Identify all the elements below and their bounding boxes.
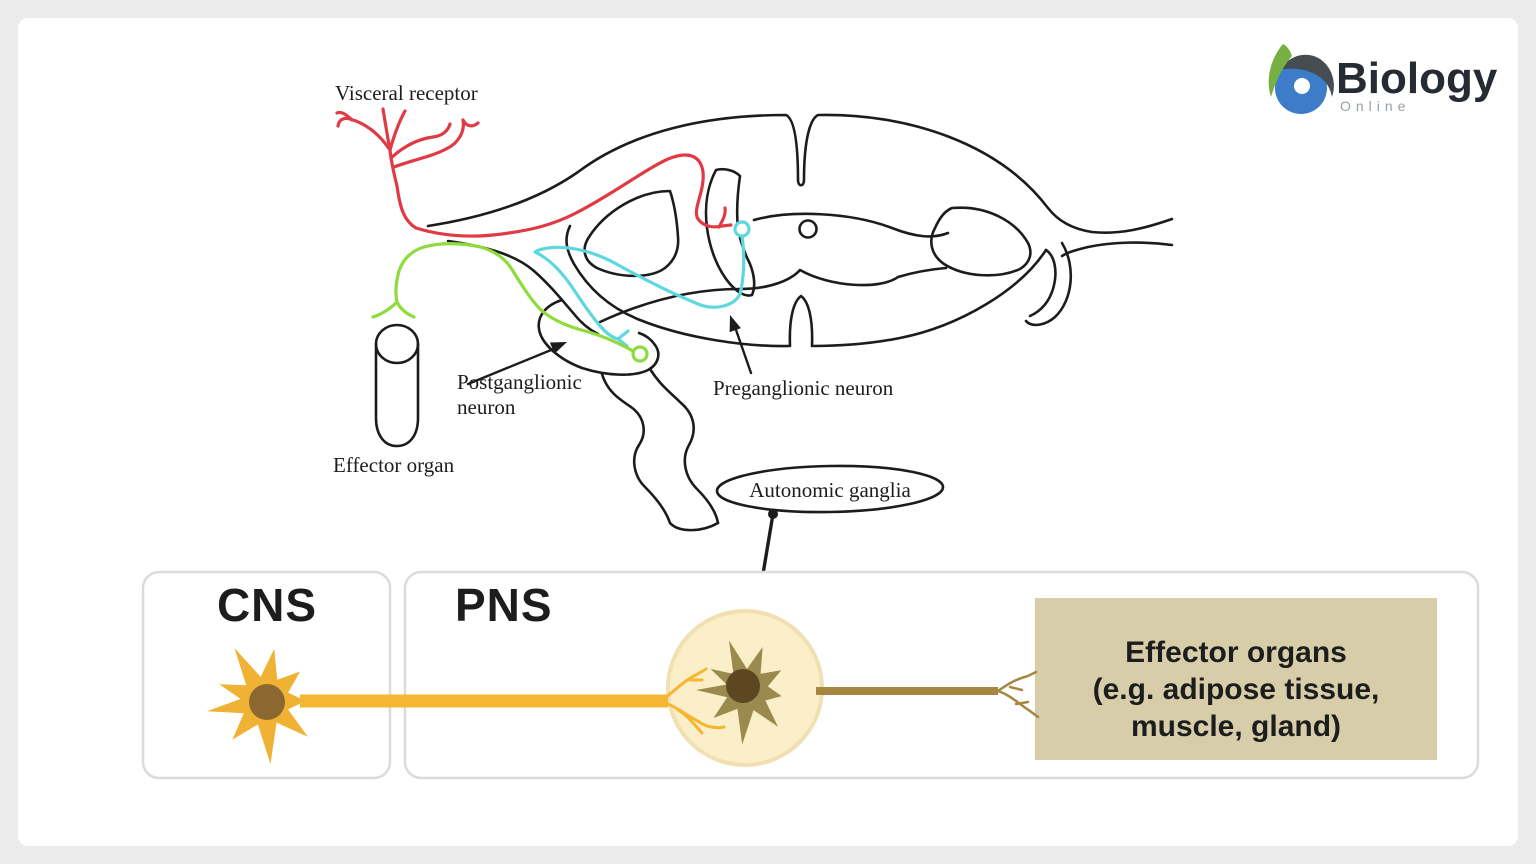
axon-terminal-twig <box>676 708 704 735</box>
effector-organs-text-line3: muscle, gland) <box>1131 710 1341 743</box>
logo-dot-icon <box>1294 78 1310 94</box>
annotation-arrows-group <box>466 315 778 604</box>
pns-label: PNS <box>455 579 553 631</box>
afferent-neuron-red-group <box>335 107 733 238</box>
preganglionic-cell-body <box>733 220 751 238</box>
gray-matter-left-wing <box>583 189 680 278</box>
postganglionic-cell-body <box>631 345 649 363</box>
cns-axon-terminals <box>660 667 726 735</box>
afferent-red-fiber <box>388 148 733 238</box>
postganglionic-terminal-fork <box>395 300 416 319</box>
cord-top-outline <box>426 113 1174 234</box>
postganglionic-neuron-green-group <box>371 242 649 363</box>
preganglionic-label: Preganglionic neuron <box>713 376 894 400</box>
logo-subtitle-text: Online <box>1340 98 1410 114</box>
preganglionic-terminal-fork <box>616 337 629 348</box>
axon-terminal-twig <box>660 667 708 702</box>
visceral-receptor-branch <box>336 116 392 152</box>
effector-organs-text-line2: (e.g. adipose tissue, <box>1093 673 1380 706</box>
pns-neuron-nucleus <box>726 669 760 703</box>
postganglionic-fiber <box>394 242 635 353</box>
pns-axon-terminals <box>996 670 1040 719</box>
chain-left-line <box>600 372 672 525</box>
preganglionic-arrowhead <box>729 315 741 333</box>
axon-terminal-twig <box>1008 685 1024 692</box>
autonomic-ganglia-oval <box>715 464 945 514</box>
visceral-receptor-branch <box>392 118 465 169</box>
chain-bottom-cap <box>668 521 720 532</box>
logo-swoosh-icon <box>1280 54 1334 97</box>
postganglionic-label-line2: neuron <box>457 395 516 419</box>
diagram-labels-group: Visceral receptor Postganglionic neuron … <box>333 81 911 502</box>
preganglionic-neuron-cyan-group <box>533 220 751 348</box>
biology-online-logo: Biology Online <box>1268 44 1498 114</box>
axon-terminal-twig <box>996 670 1038 693</box>
axon-terminal-twig <box>996 689 1040 719</box>
postganglionic-terminal-fork <box>371 300 399 319</box>
left-nerve-sheath <box>446 239 600 336</box>
preganglionic-terminal-fork <box>616 329 630 341</box>
right-ventral-hook-outer <box>1024 241 1073 327</box>
visceral-receptor-branch <box>389 122 452 160</box>
axon-terminal-twig <box>1014 700 1030 706</box>
visceral-receptor-branch <box>461 118 480 128</box>
afferent-red-terminal-fork <box>717 206 727 229</box>
chain-right-line <box>648 367 720 525</box>
autonomic-ganglia-arrow-dot <box>768 509 778 519</box>
spinal-cord-outline-group <box>374 113 1174 532</box>
visceral-receptor-label: Visceral receptor <box>335 81 478 105</box>
preganglionic-fiber <box>533 234 746 341</box>
effector-organs-text-line1: Effector organs <box>1125 636 1347 669</box>
gray-matter-central-bottom <box>598 266 948 324</box>
axon-terminal-twig <box>660 700 726 730</box>
cns-neuron-nucleus <box>249 684 285 720</box>
effector-organs-box <box>1035 598 1437 760</box>
autonomic-ganglia-label: Autonomic ganglia <box>749 478 911 502</box>
preganglionic-arrow-line <box>733 325 753 375</box>
effector-organ-label: Effector organ <box>333 453 455 477</box>
right-root-lower-line <box>1060 241 1174 258</box>
central-canal <box>798 219 818 239</box>
cns-pns-schematic-group: CNS PNS Effector organs (e.g. adipose ti… <box>141 570 1480 780</box>
postganglionic-arrowhead <box>549 342 567 354</box>
gray-matter-right-wing <box>930 206 1032 277</box>
cord-bottom-outline <box>565 224 1048 348</box>
effector-cylinder-body <box>374 342 420 448</box>
visceral-receptor-branch <box>381 107 392 152</box>
logo-leaf-icon <box>1268 44 1292 97</box>
right-ventral-hook-inner <box>1028 248 1057 318</box>
visceral-receptor-branch <box>335 110 354 122</box>
postganglionic-label-line1: Postganglionic <box>457 370 582 394</box>
logo-brand-text: Biology <box>1336 54 1498 103</box>
cns-label: CNS <box>217 579 317 631</box>
effector-cylinder-top <box>374 323 420 365</box>
gray-matter-central-top <box>752 212 950 238</box>
postganglionic-arrow-line <box>466 346 558 386</box>
visceral-receptor-branch <box>388 109 407 152</box>
chain-ganglion-lump <box>537 298 660 376</box>
gray-matter-left-column <box>704 167 756 297</box>
